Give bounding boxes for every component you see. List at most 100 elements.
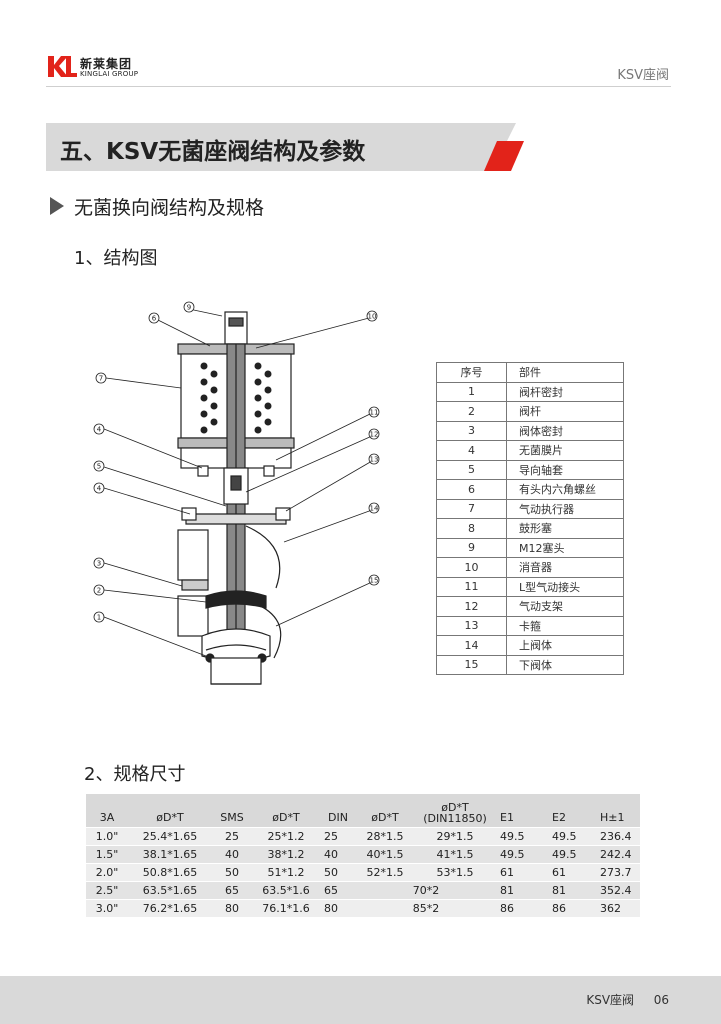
row-part: 阀体密封: [506, 420, 624, 441]
row-index: 2: [436, 401, 507, 422]
cell-din11850-od: 53*1.5: [414, 863, 496, 882]
row-index: 4: [436, 440, 507, 461]
row-part: 下阀体: [506, 654, 624, 675]
cell-3a: 3.0": [86, 899, 128, 918]
cell-e1: 61: [496, 863, 548, 882]
triangle-bullet-icon: [50, 197, 64, 215]
parts-table-header: 序号 部件: [436, 362, 624, 383]
row-part: 气动支架: [506, 596, 624, 617]
callout-4-upper: 4: [93, 423, 105, 435]
callout-14: 14: [368, 502, 380, 514]
cell-3a-od: 63.5*1.65: [128, 881, 212, 900]
spec-table-header: 3A øD*T SMS øD*T DIN øD*T øD*T (DIN11850…: [86, 794, 640, 828]
row-index: 6: [436, 479, 507, 500]
callout-2: 2: [93, 584, 105, 596]
table-row: 2.5" 63.5*1.65 65 63.5*1.6 65 70*2 81 81…: [86, 881, 640, 900]
col-h: H±1: [596, 794, 640, 828]
cell-h: 362: [596, 899, 640, 918]
table-row: 1.5" 38.1*1.65 40 38*1.2 40 40*1.5 41*1.…: [86, 845, 640, 864]
svg-text:6: 6: [152, 315, 157, 323]
row-part: 无菌膜片: [506, 440, 624, 461]
cell-sms: 25: [212, 827, 252, 846]
callout-6: 6: [148, 312, 160, 324]
cell-3a-od: 76.2*1.65: [128, 899, 212, 918]
row-part: 阀杆: [506, 401, 624, 422]
svg-text:1: 1: [97, 614, 101, 622]
cell-sms-od: 76.1*1.6: [252, 899, 320, 918]
header-part: 部件: [506, 362, 624, 383]
cell-e1: 86: [496, 899, 548, 918]
cell-e1: 81: [496, 881, 548, 900]
svg-text:5: 5: [97, 463, 101, 471]
svg-text:15: 15: [370, 577, 379, 585]
row-index: 12: [436, 596, 507, 617]
cell-din-od-merged: 85*2: [356, 899, 496, 918]
valve-structure-diagram: 9 6 10 7 11 4 12 5 13 4 14 3 2 15 1: [93, 301, 380, 685]
col-sms-od: øD*T: [252, 794, 320, 828]
callout-10: 10: [366, 310, 378, 322]
row-index: 8: [436, 518, 507, 539]
cell-din-od: 40*1.5: [356, 845, 414, 864]
row-part: 卡箍: [506, 615, 624, 636]
footer-product: KSV座阀: [586, 993, 635, 1007]
svg-text:2: 2: [97, 587, 101, 595]
row-part: 阀杆密封: [506, 381, 624, 402]
cell-din: 80: [320, 899, 356, 918]
page-footer: KSV座阀 06: [0, 976, 721, 1024]
cell-sms-od: 38*1.2: [252, 845, 320, 864]
cell-din11850-od: 29*1.5: [414, 827, 496, 846]
header-index: 序号: [436, 362, 507, 383]
cell-sms: 65: [212, 881, 252, 900]
cell-h: 242.4: [596, 845, 640, 864]
section-title: 五、KSV无菌座阀结构及参数: [60, 139, 366, 165]
header-divider: [46, 86, 671, 87]
cell-din: 50: [320, 863, 356, 882]
row-index: 1: [436, 381, 507, 402]
cell-sms-od: 25*1.2: [252, 827, 320, 846]
cell-din-od: 52*1.5: [356, 863, 414, 882]
callout-11: 11: [368, 406, 380, 418]
callout-1: 1: [93, 611, 105, 623]
row-part: 导向轴套: [506, 459, 624, 480]
col-e1: E1: [496, 794, 548, 828]
cell-3a-od: 38.1*1.65: [128, 845, 212, 864]
row-part: 上阀体: [506, 635, 624, 656]
callout-13: 13: [368, 453, 380, 465]
callout-7: 7: [95, 372, 107, 384]
cell-din: 25: [320, 827, 356, 846]
callout-5: 5: [93, 460, 105, 472]
row-index: 7: [436, 498, 507, 519]
header-product-label: KSV座阀: [617, 68, 669, 83]
cell-e2: 49.5: [548, 845, 596, 864]
cell-e2: 61: [548, 863, 596, 882]
row-part: M12塞头: [506, 537, 624, 558]
cell-din-od: 28*1.5: [356, 827, 414, 846]
svg-text:12: 12: [370, 431, 379, 439]
page-header: 新莱集团 KINGLAI GROUP KSV座阀: [0, 0, 721, 88]
row-part: 有头内六角螺丝: [506, 479, 624, 500]
subsection-title: 无菌换向阀结构及规格: [74, 197, 265, 219]
footer-label: KSV座阀 06: [586, 991, 669, 1008]
cell-din: 65: [320, 881, 356, 900]
logo-chinese-text: 新莱集团: [80, 57, 133, 71]
row-index: 15: [436, 654, 507, 675]
cell-sms: 80: [212, 899, 252, 918]
cell-e2: 81: [548, 881, 596, 900]
row-part: 气动执行器: [506, 498, 624, 519]
cell-e1: 49.5: [496, 845, 548, 864]
col-din11850-od-line1: øD*T: [441, 801, 469, 814]
callout-3: 3: [93, 557, 105, 569]
kl-logo-icon: [48, 56, 77, 77]
cell-3a: 1.0": [86, 827, 128, 846]
col-din: DIN: [320, 794, 356, 828]
svg-text:10: 10: [368, 313, 377, 321]
structure-heading: 1、结构图: [74, 248, 158, 269]
row-part: 鼓形塞: [506, 518, 624, 539]
